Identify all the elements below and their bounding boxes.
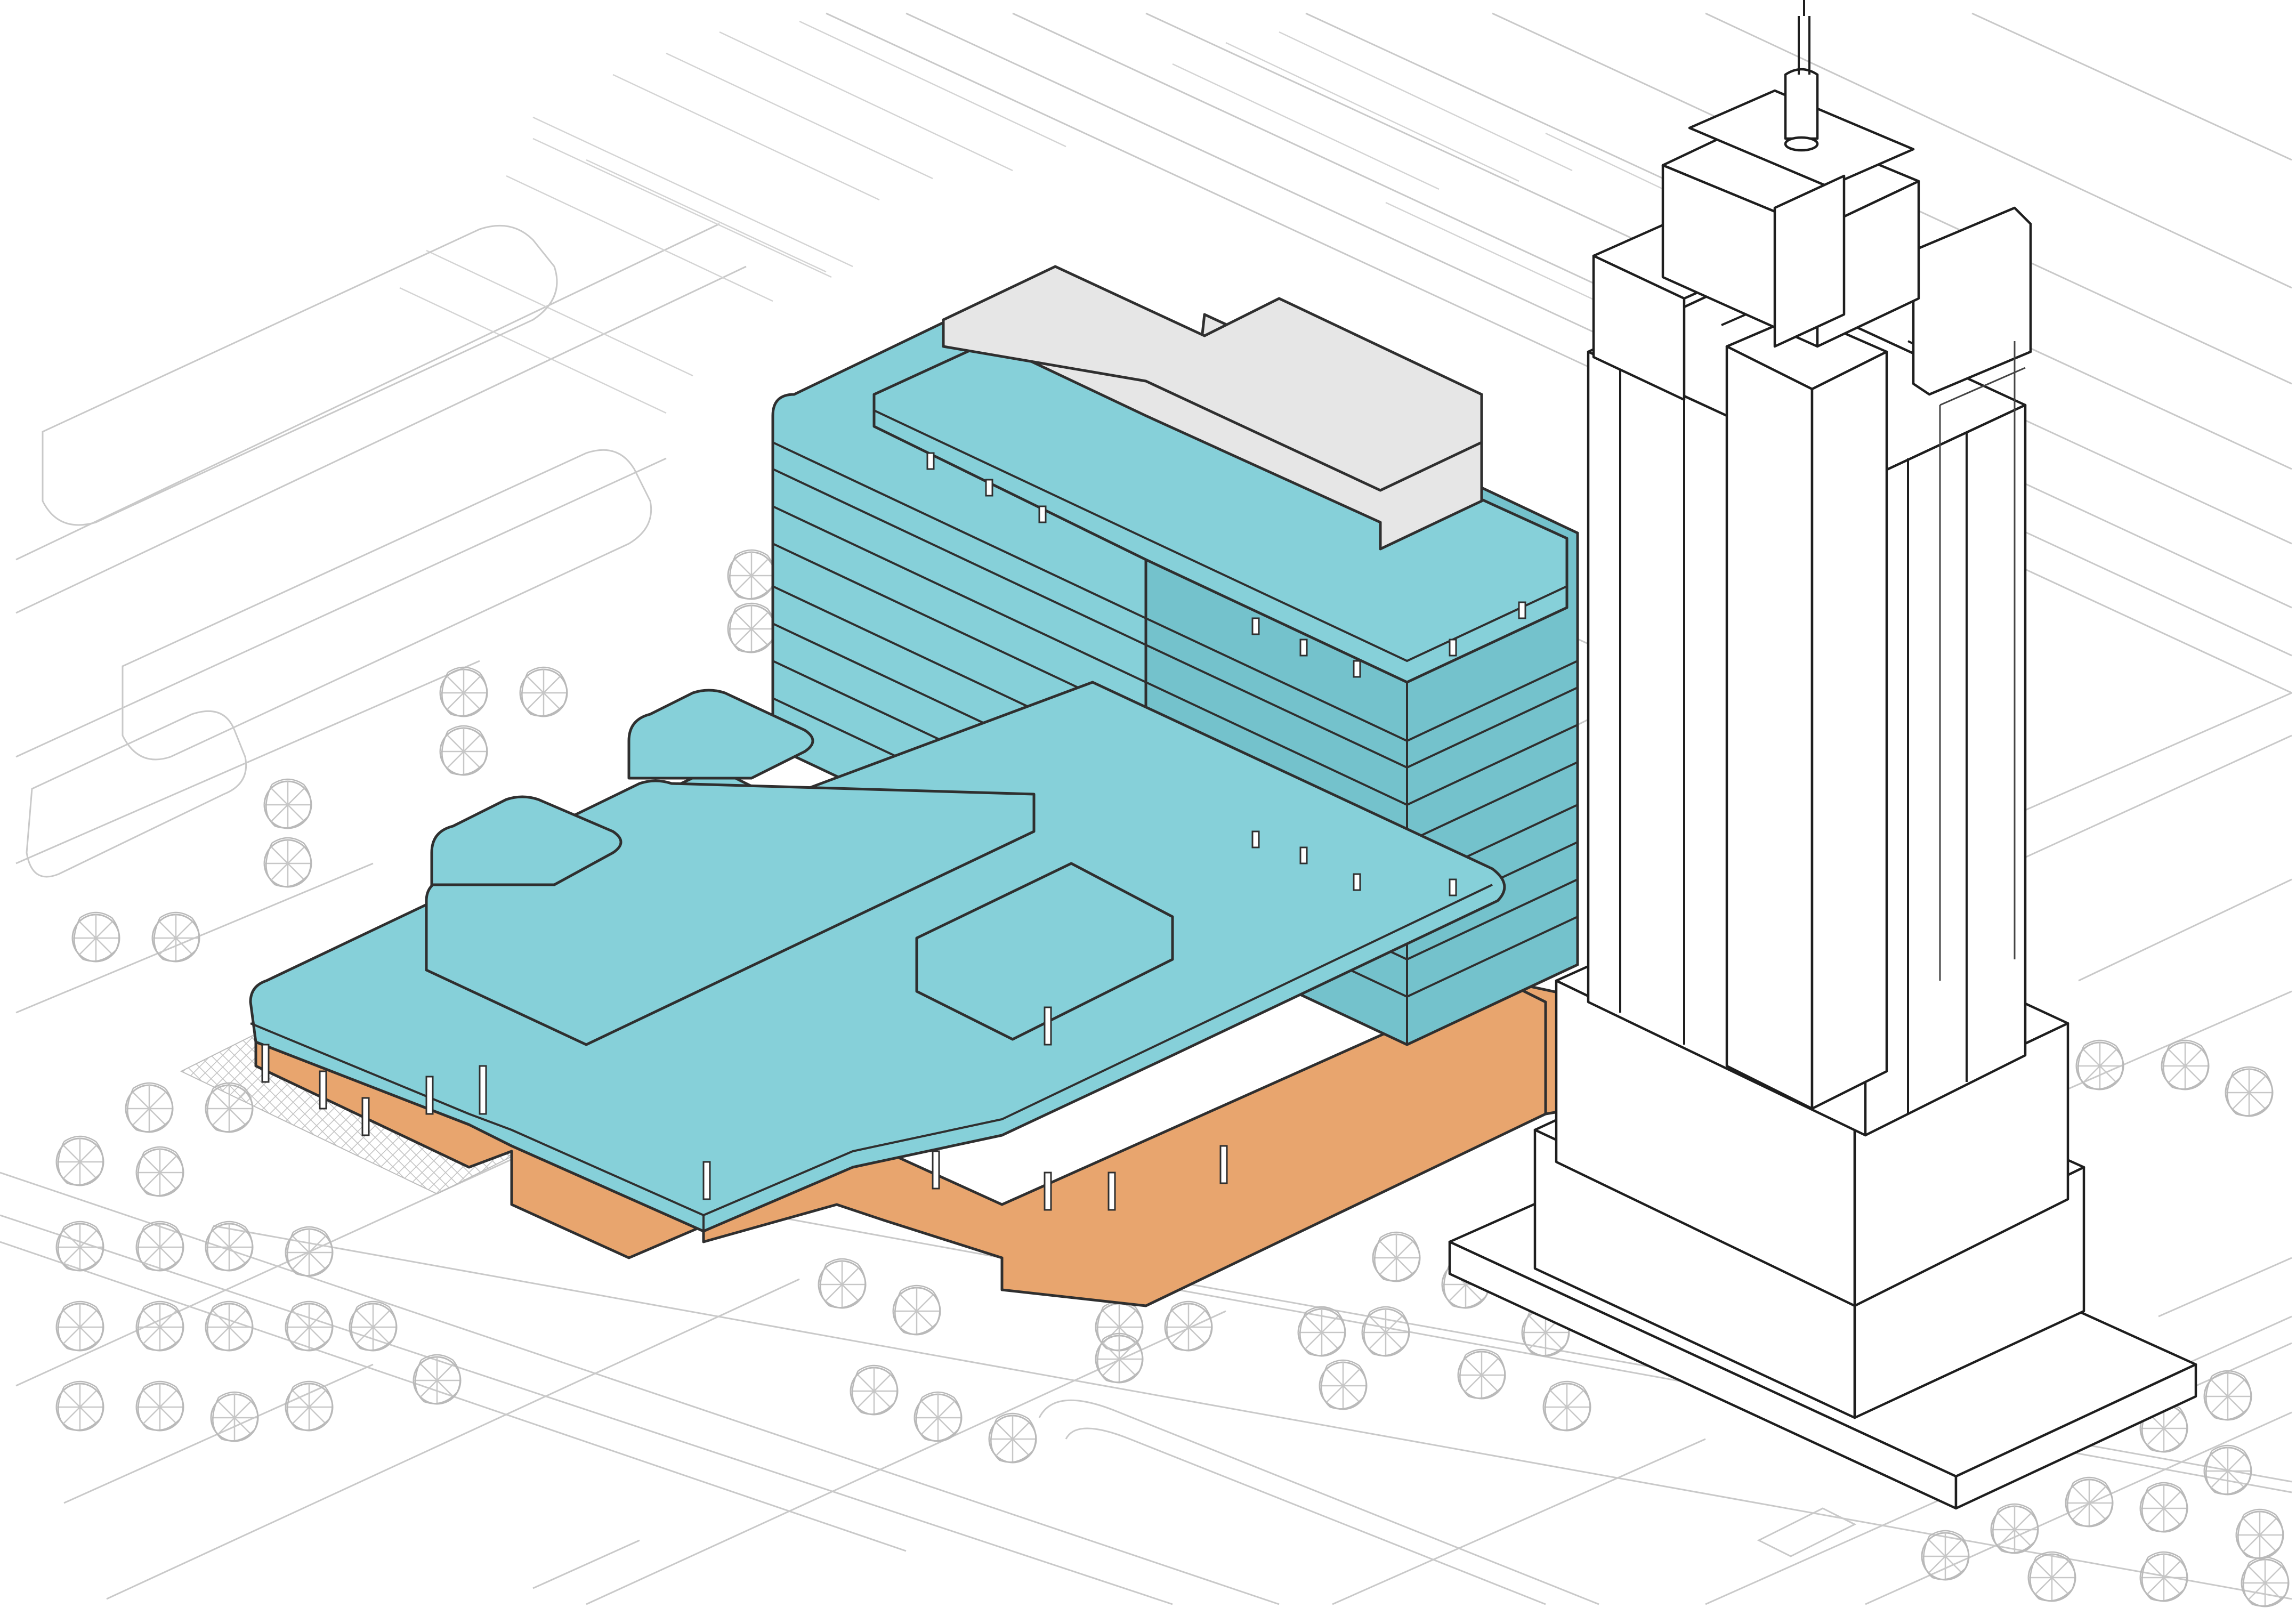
existing-building-teal — [249, 265, 1579, 1233]
pilotis-columns — [261, 452, 1526, 1211]
comparison-skyscraper-outline — [1448, 0, 2197, 1510]
